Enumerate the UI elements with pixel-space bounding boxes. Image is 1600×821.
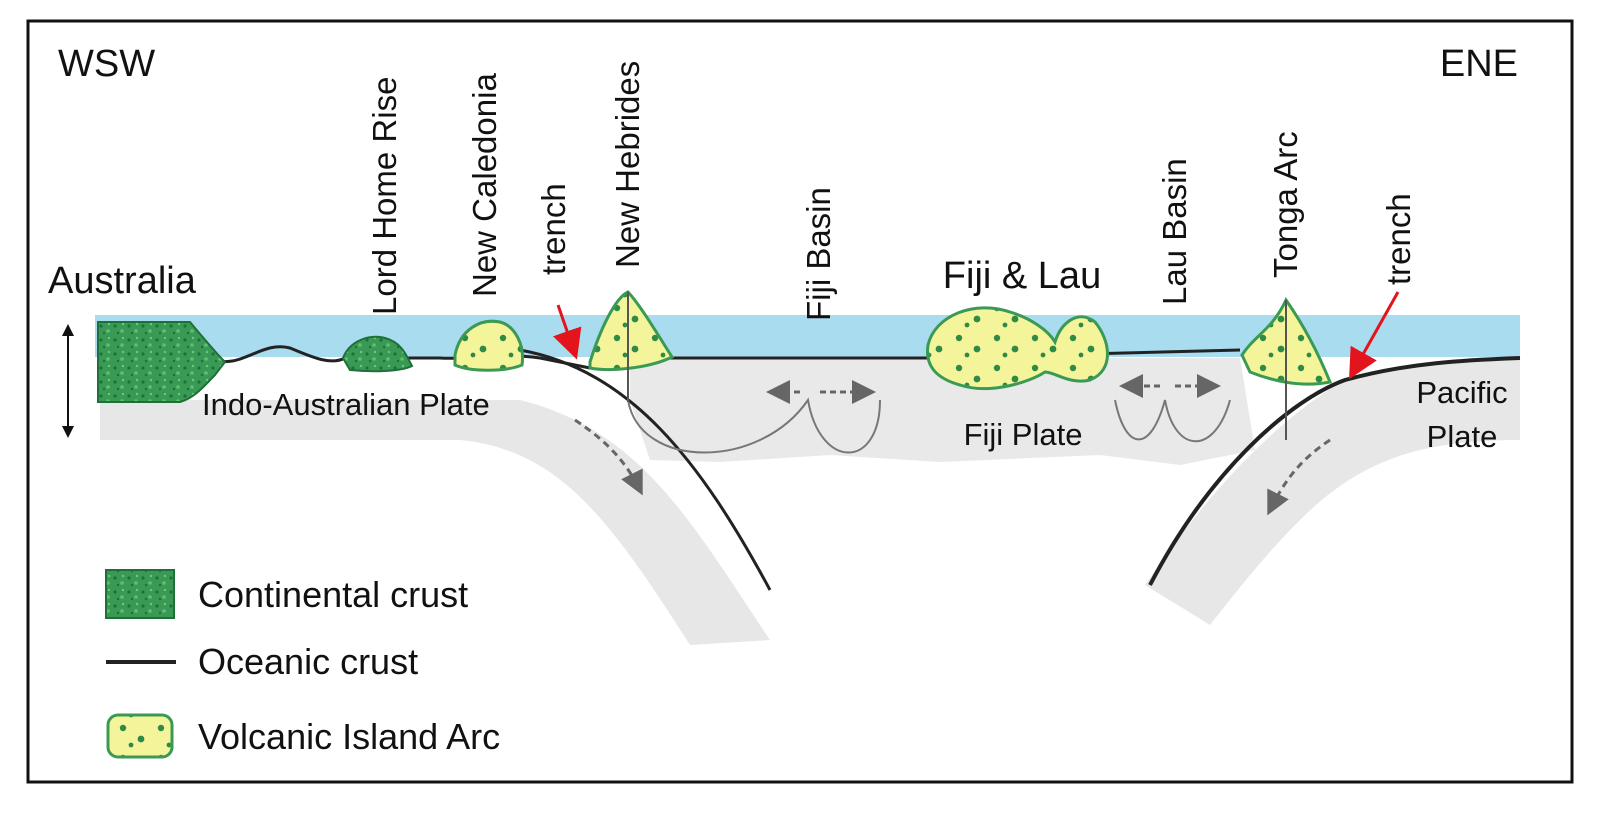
trench-west-label: trench	[535, 183, 572, 275]
new-caledonia-arc	[453, 319, 525, 372]
legend-oceanic-label: Oceanic crust	[198, 641, 418, 682]
fiji-basin-label: Fiji Basin	[800, 187, 837, 321]
fiji-lau-arc	[925, 306, 1109, 390]
trench-arrow-east	[1349, 291, 1400, 380]
trench-east-label: trench	[1380, 193, 1417, 285]
thickness-arrow-bottom-head	[62, 426, 74, 438]
legend-continental-swatch	[105, 569, 175, 619]
tonga-arc-label: Tonga Arc	[1267, 131, 1304, 278]
indo-australian-plate-label: Indo-Australian Plate	[202, 387, 490, 422]
subduction-arrow-west	[574, 418, 643, 496]
thickness-arrow-top-head	[62, 324, 74, 336]
australia-continental-crust	[97, 321, 227, 403]
direction-east: ENE	[1440, 43, 1518, 85]
indo-australian-plate	[100, 400, 770, 645]
pacific-plate	[1145, 358, 1520, 625]
lau-basin-spreading-center	[1114, 399, 1231, 443]
fiji-basin-spreading-center	[627, 397, 881, 454]
lord-howe-rise-label: Lord Home Rise	[366, 77, 403, 315]
indo-australian-slab-top	[519, 348, 772, 591]
legend: Continental crust Oceanic crust Volcanic…	[105, 569, 500, 759]
legend-volcanic-label: Volcanic Island Arc	[198, 716, 500, 757]
direction-west: WSW	[58, 43, 155, 85]
fiji-plate-label: Fiji Plate	[964, 417, 1083, 452]
lord-howe-rise-crust	[341, 335, 414, 373]
legend-continental-label: Continental crust	[198, 574, 468, 615]
australia-label: Australia	[48, 260, 197, 302]
legend-volcanic-swatch	[106, 713, 174, 759]
new-hebrides-arc	[588, 290, 675, 371]
new-caledonia-label: New Caledonia	[466, 73, 503, 297]
new-hebrides-label: New Hebrides	[609, 61, 646, 268]
pacific-plate-label-line1: Pacific	[1416, 375, 1507, 410]
lau-basin-label: Lau Basin	[1156, 158, 1193, 305]
pacific-plate-label-line2: Plate	[1427, 419, 1498, 454]
trench-arrow-west	[552, 304, 582, 360]
fiji-lau-label: Fiji & Lau	[943, 255, 1101, 297]
pacific-slab-top	[1148, 356, 1521, 586]
